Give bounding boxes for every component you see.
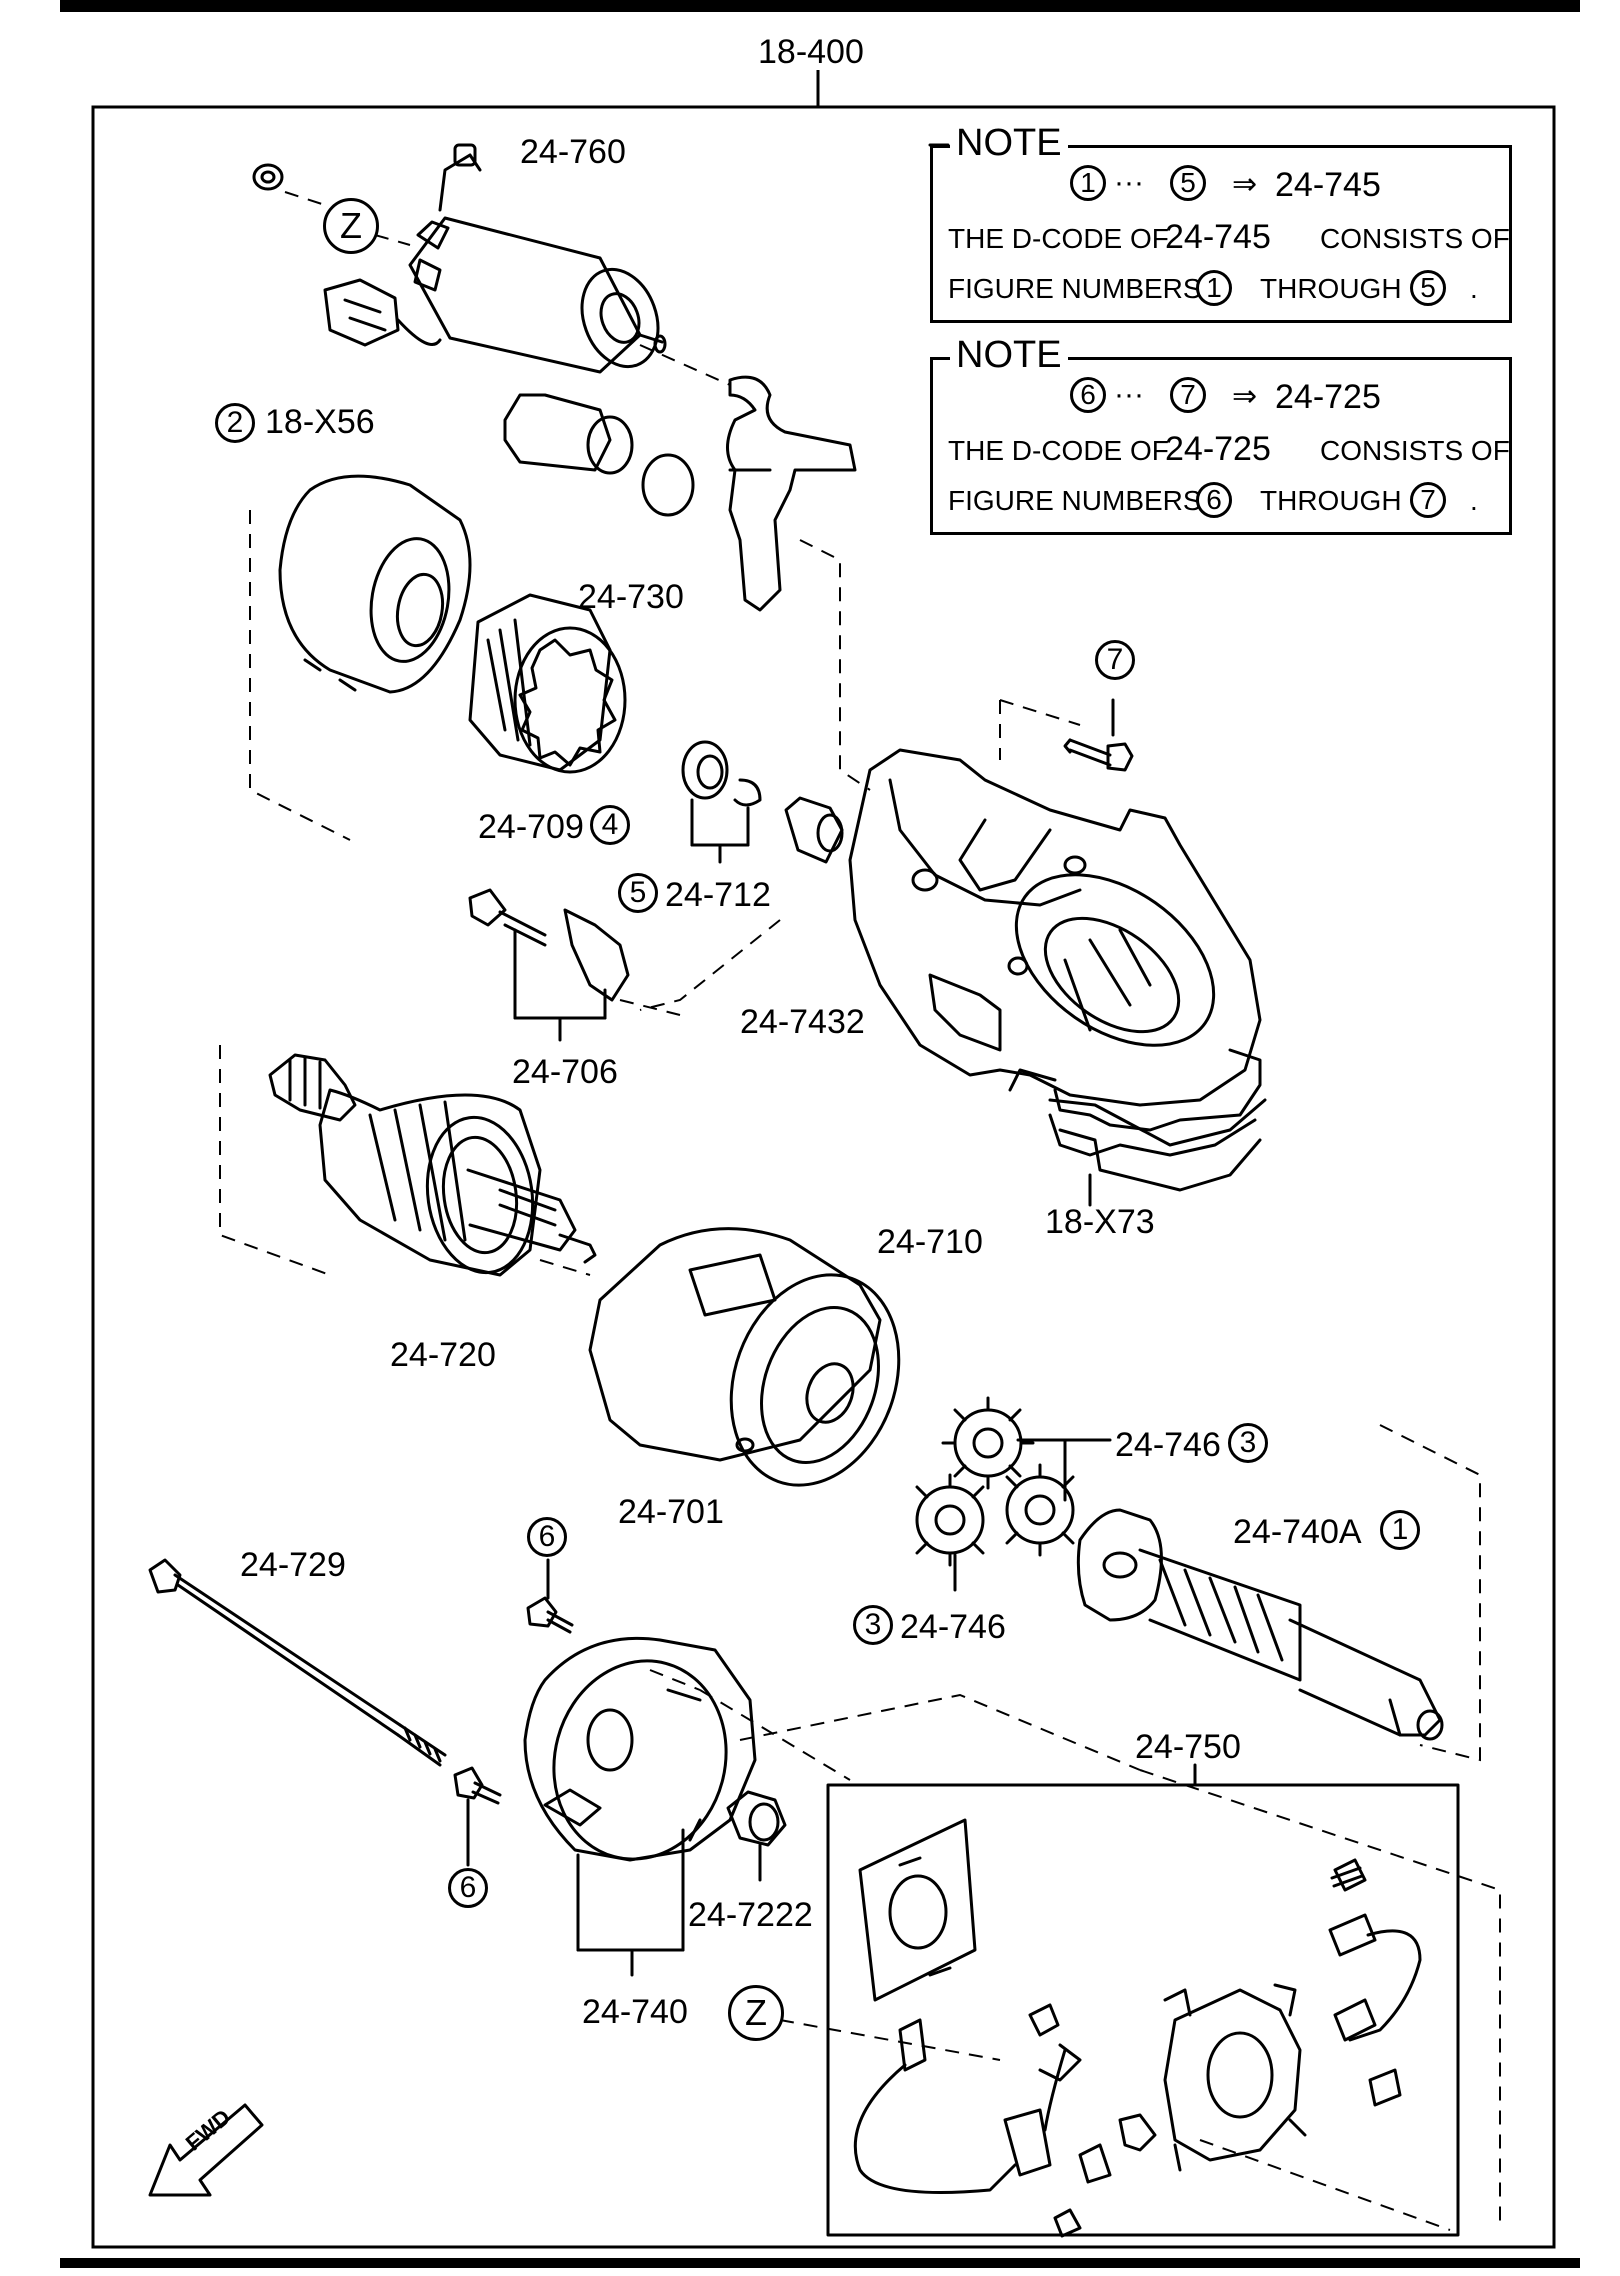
callout-z-top: Z bbox=[323, 198, 379, 254]
note-1-range-end: 5 bbox=[1170, 165, 1206, 201]
part-24-701-label: 24-701 bbox=[618, 1493, 724, 1531]
magnetic-switch-drawing bbox=[252, 143, 667, 374]
note-1-figure-label: FIGURE NUMBERS bbox=[948, 273, 1202, 304]
brush-lead-drawing bbox=[853, 2018, 1157, 2194]
callout-5: 5 bbox=[618, 873, 658, 913]
part-24-712-label: 24-712 bbox=[665, 876, 771, 914]
gear-leaders bbox=[953, 1438, 1112, 1592]
note-1-figure-end: 5 bbox=[1410, 270, 1446, 306]
bottom-rule bbox=[60, 2258, 1580, 2268]
part-24-710-label: 24-710 bbox=[877, 1223, 983, 1261]
part-24-740-label: 24-740 bbox=[582, 1993, 688, 2031]
brush-holder-drawing bbox=[1163, 1983, 1307, 2172]
planetary-gear-2-drawing bbox=[1005, 1463, 1075, 1557]
note-1-end-dot: . bbox=[1470, 273, 1478, 304]
drive-housing-drawing bbox=[278, 474, 472, 694]
part-24-746-lower-label: 24-746 bbox=[900, 1608, 1006, 1646]
part-18-x56-label: 18-X56 bbox=[265, 403, 375, 441]
bolt-24-706-drawing bbox=[468, 888, 630, 1042]
note-1-arrow: ⇒ bbox=[1232, 168, 1258, 201]
part-24-746-upper-label: 24-746 bbox=[1115, 1426, 1221, 1464]
assembly-frame bbox=[91, 105, 1556, 2249]
dashed-guides bbox=[219, 191, 1501, 2231]
note-1-text-code: 24-745 bbox=[1165, 218, 1271, 256]
fwd-arrow-drawing bbox=[148, 2103, 264, 2197]
part-24-730-label: 24-730 bbox=[578, 578, 684, 616]
callout-2: 2 bbox=[215, 403, 255, 443]
callout-1: 1 bbox=[1380, 1510, 1420, 1550]
yoke-drawing bbox=[588, 1227, 901, 1487]
gasket-18-x73-drawing bbox=[1058, 1128, 1262, 1207]
screw-6-bottom-drawing bbox=[453, 1766, 502, 1867]
assembly-code-label: 18-400 bbox=[758, 33, 864, 71]
brush-holder-box bbox=[826, 1783, 1460, 2237]
part-24-729-label: 24-729 bbox=[240, 1546, 346, 1584]
bolt-7-drawing bbox=[1063, 698, 1134, 772]
callout-z-bottom: Z bbox=[728, 1985, 784, 2041]
note-2-title: NOTE bbox=[950, 336, 1068, 374]
note-2-range-start: 6 bbox=[1070, 377, 1106, 413]
note-2-text-code: 24-725 bbox=[1165, 430, 1271, 468]
note-2-range-end: 7 bbox=[1170, 377, 1206, 413]
note-1-target: 24-745 bbox=[1275, 166, 1381, 204]
top-rule bbox=[60, 0, 1580, 12]
note-1-title: NOTE bbox=[950, 124, 1068, 162]
note-2-figure-start: 6 bbox=[1196, 482, 1232, 518]
part-24-740a-label: 24-740A bbox=[1233, 1513, 1362, 1551]
armature-drawing bbox=[268, 1053, 597, 1277]
note-2-text-suffix: CONSISTS OF bbox=[1320, 435, 1510, 466]
callout-6-bottom: 6 bbox=[448, 1868, 488, 1908]
overrunning-clutch-drawing bbox=[468, 593, 627, 774]
callout-6-top: 6 bbox=[527, 1517, 567, 1557]
part-24-7432-label: 24-7432 bbox=[740, 1003, 865, 1041]
front-cover-drawing bbox=[848, 748, 1267, 1157]
callout-3-upper: 3 bbox=[1228, 1423, 1268, 1463]
brush-plate-drawing bbox=[858, 1818, 977, 2002]
planetary-gear-3-drawing bbox=[915, 1473, 985, 1567]
part-24-750-label: 24-750 bbox=[1135, 1728, 1241, 1766]
rear-cover-drawing bbox=[523, 1636, 757, 1977]
note-1-figure-start: 1 bbox=[1196, 270, 1232, 306]
note-2-through-label: THROUGH bbox=[1260, 485, 1402, 516]
screw-6-top-drawing bbox=[526, 1558, 574, 1634]
through-bolt-drawing bbox=[148, 1558, 447, 1767]
callout-3-lower: 3 bbox=[853, 1605, 893, 1645]
note-1-text-suffix: CONSISTS OF bbox=[1320, 223, 1510, 254]
internal-gear-shaft-drawing bbox=[1076, 1508, 1444, 1741]
lever-set-drawing bbox=[503, 375, 857, 612]
part-24-7222-label: 24-7222 bbox=[688, 1896, 813, 1934]
part-24-760-label: 24-760 bbox=[520, 133, 626, 171]
note-2-figure-label: FIGURE NUMBERS bbox=[948, 485, 1202, 516]
note-1-text-prefix: THE D-CODE OF bbox=[948, 223, 1169, 254]
part-24-706-label: 24-706 bbox=[512, 1053, 618, 1091]
note-2-target: 24-725 bbox=[1275, 378, 1381, 416]
planetary-gear-1-drawing bbox=[941, 1396, 1035, 1490]
part-24-720-label: 24-720 bbox=[390, 1336, 496, 1374]
bushing-drawing bbox=[784, 796, 844, 864]
callout-7: 7 bbox=[1095, 640, 1135, 680]
note-2-text-prefix: THE D-CODE OF bbox=[948, 435, 1169, 466]
callout-4: 4 bbox=[590, 805, 630, 845]
part-18-x73-label: 18-X73 bbox=[1045, 1203, 1155, 1241]
note-2-end-dot: . bbox=[1470, 485, 1478, 516]
note-1-ellipsis: ··· bbox=[1114, 166, 1144, 199]
stopper-ring-drawing bbox=[681, 740, 762, 864]
rear-bushing-drawing bbox=[726, 1790, 787, 1882]
note-1-range-start: 1 bbox=[1070, 165, 1106, 201]
note-1-through-label: THROUGH bbox=[1260, 273, 1402, 304]
note-2-ellipsis: ··· bbox=[1114, 378, 1144, 411]
part-24-709-label: 24-709 bbox=[478, 808, 584, 846]
note-2-arrow: ⇒ bbox=[1232, 380, 1258, 413]
note-2-figure-end: 7 bbox=[1410, 482, 1446, 518]
brush-springs-drawing bbox=[1028, 1858, 1422, 2238]
